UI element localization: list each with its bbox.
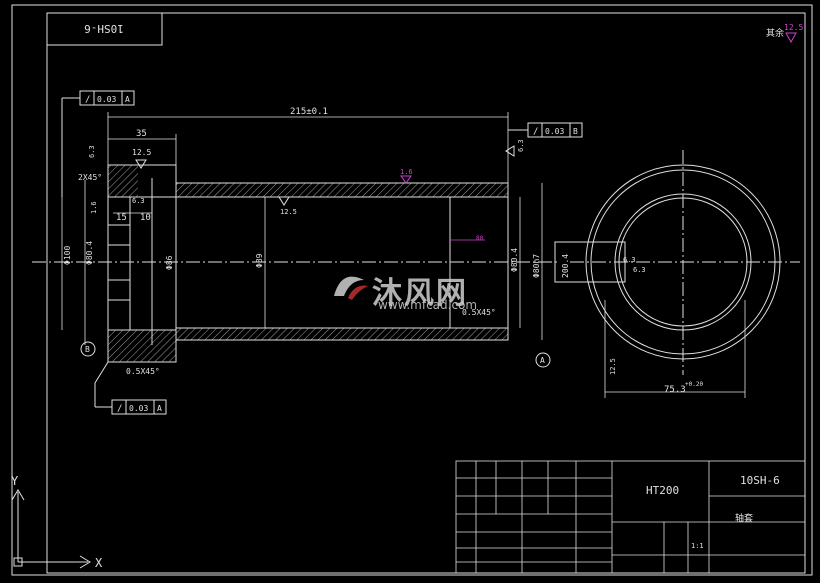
svg-text:/: /: [117, 404, 122, 414]
svg-text:/: /: [533, 127, 538, 137]
title-scale: 1:1: [691, 542, 704, 550]
dim-dia-80h7: Φ80h7: [532, 254, 541, 278]
dim-overall-length: 215±0.1: [290, 107, 328, 117]
sleeve-body: [449, 183, 509, 340]
dim-side-width: 75.3: [664, 385, 686, 395]
roughness-top: 1.6: [400, 168, 413, 176]
tol-right-value: 0.03: [545, 127, 564, 136]
tol-bottom-value: 0.03: [129, 404, 148, 413]
roughness-flange-left: 6.3: [88, 145, 96, 158]
axis-x-label: X: [95, 556, 103, 570]
roughness-right-top: 6.3: [517, 139, 525, 152]
axis-y-label: Y: [11, 474, 19, 488]
dim-lines: [61, 112, 746, 398]
rev-label: 10SH-6: [84, 22, 124, 35]
tol-right-datum: B: [573, 127, 578, 136]
ucs-axes: [11, 489, 91, 569]
roughness-symbol-icon: [785, 32, 797, 44]
roughness-default-label: 其余: [766, 27, 784, 39]
dim-chamfer-right: 0.5X45°: [462, 308, 496, 317]
datum-b-circle: [80, 341, 96, 357]
roughness-flange-icon: [135, 159, 147, 169]
dim-chamfer-top: 2X45°: [78, 173, 102, 182]
title-block: [455, 460, 806, 574]
roughness-default: 12.5: [784, 23, 803, 32]
dim-dia-80-4-right: Φ80.4: [510, 248, 519, 272]
roughness-flange: 12.5: [132, 148, 151, 157]
dim-magenta: 80: [476, 235, 484, 242]
dim-side-tol: +0.20: [685, 381, 703, 388]
dim-chamfer-bottom: 0.5X45°: [126, 367, 160, 376]
datum-a-circle: [535, 352, 551, 368]
watermark-name: 沐风网: [372, 276, 468, 311]
svg-text:/: /: [85, 95, 90, 105]
roughness-top-icon: [400, 175, 412, 184]
datum-b-label: B: [85, 345, 90, 354]
roughness-flange-mid: 6.3: [132, 197, 145, 205]
rev-box: [46, 12, 163, 46]
inner-frame: [46, 12, 806, 574]
tol-top-value: 0.03: [97, 95, 116, 104]
tolerance-frame-top: / 0.03 A: [61, 90, 135, 197]
title-part-name: 轴套: [735, 512, 753, 524]
watermark-url: www.mfcad.com: [378, 298, 478, 312]
roughness-bore: 12.5: [280, 208, 297, 216]
tol-top-datum: A: [125, 95, 130, 104]
dim-dia-100: Φ100: [63, 246, 72, 265]
hatch-sleeve-top: [175, 182, 509, 198]
dim-dia-86: Φ86: [165, 255, 174, 270]
roughness-right-top-icon: [505, 145, 515, 157]
roughness-circle-c: 12.5: [609, 358, 617, 375]
hatch-flange-bottom: [108, 330, 176, 362]
tol-bottom-datum: A: [157, 404, 162, 413]
dim-dia-89: Φ89: [255, 253, 264, 268]
roughness-flange-small: 1.6: [90, 201, 98, 214]
datum-a-label: A: [540, 356, 545, 365]
watermark-logo-icon: [334, 276, 368, 300]
roughness-bore-icon: [278, 196, 290, 206]
outer-frame: [11, 4, 813, 576]
tolerance-frame-bottom: / 0.03 A: [94, 361, 167, 415]
side-view: [554, 164, 781, 360]
roughness-circle-a: 6.3: [623, 256, 636, 264]
dim-200: 200.4: [561, 254, 570, 278]
roughness-circle-b: 6.3: [633, 266, 646, 274]
tolerance-frame-right: / 0.03 B: [508, 122, 583, 138]
dim-dia-80-4: Φ80.4: [85, 241, 94, 265]
hatch-sleeve-bottom: [175, 327, 509, 341]
dim-flange-inner-1: 15: [116, 213, 127, 223]
dim-flange-inner-2: 10: [140, 213, 151, 223]
title-part-code: 10SH-6: [740, 474, 780, 487]
hatch-flange-top: [108, 165, 138, 197]
title-material: HT200: [646, 484, 679, 497]
dim-flange-length: 35: [136, 129, 147, 139]
